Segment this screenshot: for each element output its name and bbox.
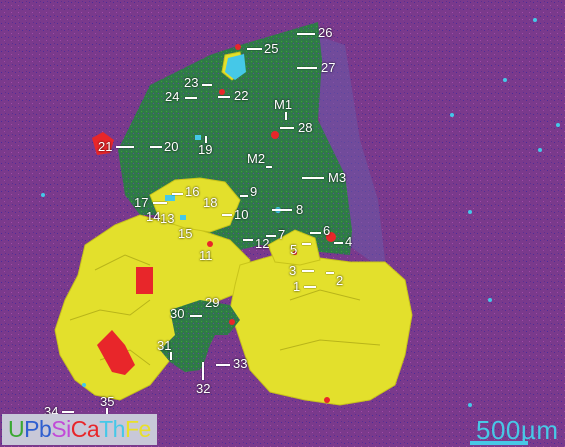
yellow-right-lobe [267,229,321,266]
point-label-9: 9 [250,184,258,199]
point-label-30: 30 [170,306,185,321]
point-label-26: 26 [318,25,333,40]
legend-element-pb: Pb [24,416,52,442]
point-label-7: 7 [278,227,286,242]
point-label-5: 5 [290,242,298,257]
point-marker-22 [218,96,230,98]
point-marker-16 [172,193,183,195]
point-marker-30 [190,315,202,317]
point-marker-19 [205,136,207,143]
point-label-27: 27 [321,60,336,75]
yellow-grains [54,51,413,406]
legend-element-u: U [8,416,25,442]
grain-boundaries [69,254,381,366]
legend-element-si: Si [51,416,71,442]
point-marker-25 [247,48,262,50]
point-label-m2: M2 [247,151,266,166]
point-marker-9 [240,195,248,197]
point-marker-12 [243,239,253,241]
green-wedge [160,300,240,372]
point-marker-3 [302,270,314,272]
point-marker-28 [280,127,294,129]
red-inclusion-28 [271,131,279,139]
scale-bar: 500µm [456,414,565,447]
point-label-15: 15 [178,226,193,241]
point-marker-5 [302,243,311,245]
yellow-upper-mass [149,177,241,233]
cyan-inclusions [41,18,560,407]
point-label-10: 10 [234,207,249,222]
red-inclusion-21 [92,132,114,155]
point-marker-21 [116,146,134,148]
point-label-11: 11 [199,248,213,263]
point-marker-24 [185,97,197,99]
point-label-17: 17 [134,195,149,210]
point-label-16: 16 [185,184,200,199]
point-marker-10 [222,214,232,216]
point-marker-27 [297,67,317,69]
point-marker-17 [153,202,167,204]
point-label-19: 19 [198,142,213,157]
point-label-1: 1 [293,279,301,294]
point-marker-m3 [302,177,324,179]
red-inclusions [92,44,336,403]
point-label-2: 2 [336,273,344,288]
point-label-31: 31 [157,338,172,353]
point-marker-34 [62,411,74,413]
point-marker-6 [310,232,321,234]
point-marker-7 [266,235,276,237]
point-label-3: 3 [289,263,297,278]
halo-region [300,30,385,268]
red-inclusion-large [97,330,135,375]
point-label-14: 14 [146,209,161,224]
point-label-20: 20 [164,139,179,154]
point-label-23: 23 [184,75,199,90]
point-marker-35 [106,408,108,416]
point-marker-26 [297,33,315,35]
point-marker-1 [304,286,316,288]
scale-bar-label: 500µm [476,415,559,445]
point-label-m3: M3 [328,170,347,185]
red-inclusion-mid [136,267,153,294]
point-label-24: 24 [165,89,180,104]
point-marker-m2 [266,166,272,168]
point-label-35: 35 [100,394,115,409]
point-marker-33 [216,364,230,366]
point-marker-32 [202,362,204,380]
point-label-22: 22 [234,88,249,103]
legend-element-ca: Ca [70,416,100,442]
point-label-8: 8 [296,202,304,217]
scale-bar-line [470,441,528,445]
point-label-28: 28 [298,120,313,135]
point-label-29: 29 [205,295,220,310]
point-label-6: 6 [323,223,331,238]
point-label-25: 25 [264,41,279,56]
point-marker-20 [150,146,162,148]
point-marker-m1 [285,112,287,120]
point-label-18: 18 [203,195,218,210]
point-label-13: 13 [160,211,175,226]
point-marker-2 [326,272,334,274]
point-label-32: 32 [196,381,211,396]
point-label-m1: M1 [274,97,293,112]
point-marker-31 [170,352,172,360]
point-label-4: 4 [345,234,353,249]
point-label-21: 21 [98,139,113,154]
yellow-right-mass [229,254,413,406]
point-marker-23 [202,84,212,86]
point-label-12: 12 [255,236,270,251]
point-marker-8 [272,209,292,211]
element-legend: U Pb Si Ca Th Fe [2,414,157,445]
legend-element-th: Th [99,416,125,442]
point-marker-4 [334,242,343,244]
cyan-cluster-top [225,54,246,80]
legend-element-fe: Fe [124,416,151,442]
point-label-33: 33 [233,356,248,371]
